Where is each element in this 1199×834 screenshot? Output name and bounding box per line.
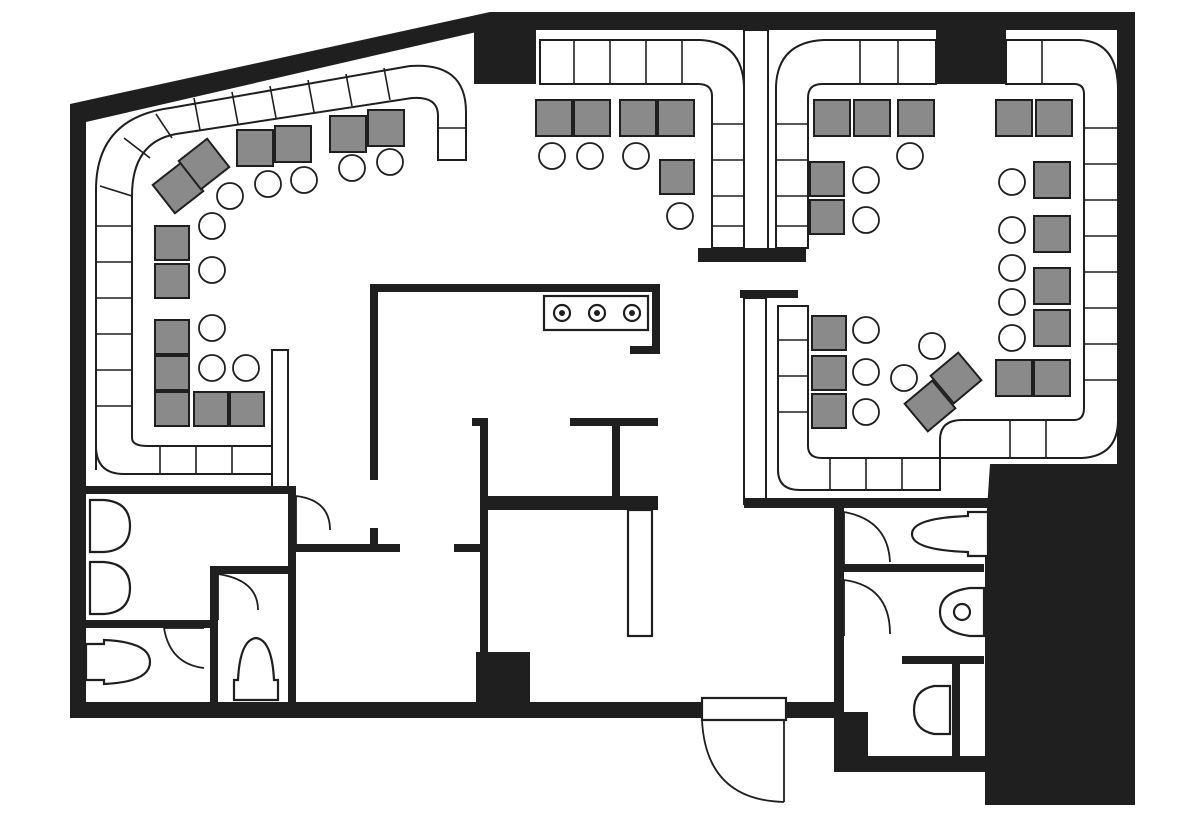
- stools: [198, 142, 1026, 426]
- wall-bottom-mid: [786, 702, 838, 718]
- bench-right: [777, 39, 1119, 491]
- toilet-right-2: [912, 684, 952, 736]
- wall-right: [1117, 12, 1135, 472]
- center-wall-top: [370, 284, 660, 292]
- toilet-left-2: [232, 636, 280, 702]
- divider-top-center: [698, 29, 806, 262]
- wall-right-lower-inner: [834, 500, 844, 772]
- wall-top: [490, 12, 1135, 30]
- storage-block-right: [985, 464, 1135, 805]
- divider-left-small: [271, 349, 289, 489]
- urinal-1: [88, 498, 132, 554]
- wall-top-left-slanted: [70, 12, 494, 122]
- toilet-left-1: [84, 638, 152, 686]
- toilet-right-1: [910, 510, 990, 558]
- door-restroom-right-a: [843, 511, 891, 564]
- bench-outline-top-right: [775, 39, 937, 249]
- center-wall-right: [652, 284, 660, 354]
- column-top-center: [474, 20, 536, 84]
- wall-bottom-right: [838, 756, 988, 772]
- tables: [151, 99, 1073, 433]
- bench-seats-top: [99, 67, 466, 197]
- restroom-right: [843, 510, 990, 760]
- center-wall-left: [370, 284, 378, 480]
- door-restroom-left-c: [163, 627, 205, 669]
- outer-walls: [70, 12, 1135, 772]
- restroom-left: [84, 486, 331, 708]
- column-top-right: [936, 20, 1006, 84]
- urinal-2: [88, 560, 132, 616]
- door-restroom-right-b: [843, 579, 891, 636]
- counter-bar: [626, 508, 654, 638]
- bench-seats-left: [96, 225, 233, 474]
- columns: [474, 20, 1135, 805]
- divider-lower-center: [740, 290, 994, 508]
- main-entrance-door: [700, 696, 788, 803]
- bench-top-right: [775, 39, 937, 249]
- bench-outline-right: [777, 39, 1119, 491]
- wall-bottom-left: [70, 702, 702, 718]
- bench-outline-top-left-outer: [95, 64, 467, 475]
- wall-left: [70, 104, 86, 718]
- door-restroom-left-a: [295, 495, 331, 544]
- door-restroom-left-b: [217, 573, 259, 620]
- bench-top-left: [95, 64, 467, 475]
- column-bottom-door: [834, 712, 868, 768]
- divider-base-top: [698, 248, 806, 262]
- center-room: [296, 284, 660, 704]
